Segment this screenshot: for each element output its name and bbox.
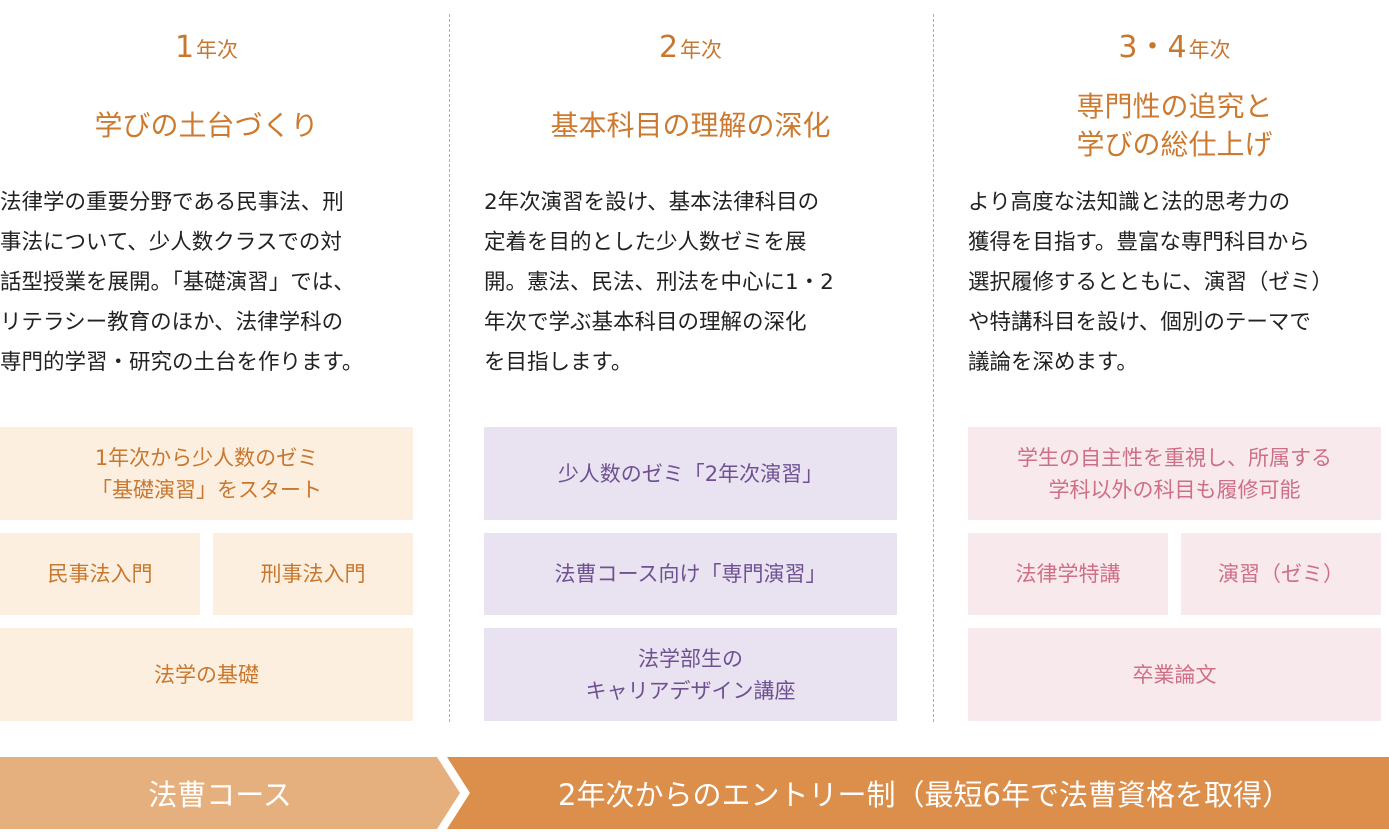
- box-line: 刑事法入門: [260, 562, 366, 586]
- box-line: 学科以外の科目も履修可能: [1048, 477, 1301, 502]
- description-line: 専門的学習・研究の土台を作ります。: [0, 350, 364, 375]
- course-box: 法曹コース向け「専門演習」: [484, 533, 897, 615]
- box-line: 「基礎演習」をスタート: [91, 477, 322, 502]
- column-heading: 専門性の追究と 学びの総仕上げ: [968, 88, 1381, 164]
- feature-box: 少人数のゼミ「2年次演習」: [484, 427, 897, 520]
- course-box: 民事法入門: [0, 533, 200, 615]
- year-number: 3・4: [1118, 30, 1187, 65]
- heading-line: 学びの総仕上げ: [1076, 128, 1273, 161]
- box-line: 演習（ゼミ）: [1218, 562, 1344, 586]
- bar-right-segment: [447, 757, 1389, 829]
- year-label: 3・4年次: [968, 26, 1381, 74]
- feature-box: 1年次から少人数のゼミ 「基礎演習」をスタート: [0, 427, 413, 520]
- course-box: 法学の基礎: [0, 628, 413, 721]
- year-suffix: 年次: [680, 38, 723, 62]
- description-line: 選択履修するとともに、演習（ゼミ）: [968, 270, 1333, 295]
- box-line: 法律学特講: [1015, 562, 1121, 586]
- box-line: 法曹コース向け「専門演習」: [554, 562, 827, 586]
- column-description: 2年次演習を設け、基本法律科目の 定着を目的とした少人数ゼミを展 開。憲法、民法…: [484, 183, 897, 383]
- box-line: キャリアデザイン講座: [585, 678, 796, 703]
- description-line: 開。憲法、民法、刑法を中心に1・2: [484, 270, 834, 295]
- column-heading: 基本科目の理解の深化: [484, 107, 897, 145]
- bar-left-label: 法曹コース: [148, 777, 292, 812]
- description-line: より高度な法知識と法的思考力の: [968, 190, 1291, 215]
- description-line: 法律学の重要分野である民事法、刑: [0, 190, 344, 215]
- course-box: 演習（ゼミ）: [1181, 533, 1381, 615]
- year-number: 2: [658, 30, 679, 65]
- description-line: 獲得を目指す。豊富な専門科目から: [968, 230, 1310, 255]
- box-line: 少人数のゼミ「2年次演習」: [557, 461, 824, 486]
- column-heading: 学びの土台づくり: [0, 107, 413, 145]
- year-suffix: 年次: [196, 38, 239, 62]
- year-number: 1: [174, 30, 195, 65]
- description-line: を目指します。: [484, 350, 633, 375]
- description-line: 定着を目的とした少人数ゼミを展: [484, 230, 807, 255]
- heading-line: 学びの土台づくり: [94, 109, 319, 142]
- column-divider-1: [449, 14, 450, 722]
- column-divider-2: [933, 14, 934, 722]
- bar-right-label: 2年次からのエントリー制（最短6年で法曹資格を取得）: [558, 777, 1291, 812]
- box-line: 民事法入門: [47, 562, 153, 586]
- course-box: 刑事法入門: [213, 533, 413, 615]
- description-line: 話型授業を展開。「基礎演習」では、: [0, 270, 355, 295]
- description-line: 事法について、少人数クラスでの対: [0, 230, 342, 255]
- column-description: より高度な法知識と法的思考力の 獲得を目指す。豊富な専門科目から 選択履修すると…: [968, 183, 1381, 383]
- box-line: 法学の基礎: [154, 662, 259, 687]
- description-line: 2年次演習を設け、基本法律科目の: [484, 190, 820, 215]
- box-line: 卒業論文: [1132, 662, 1217, 687]
- year-suffix: 年次: [1188, 38, 1231, 62]
- heading-line: 基本科目の理解の深化: [550, 109, 831, 142]
- box-line: 1年次から少人数のゼミ: [94, 445, 319, 470]
- course-box: 卒業論文: [968, 628, 1381, 721]
- feature-box: 学生の自主性を重視し、所属する 学科以外の科目も履修可能: [968, 427, 1381, 520]
- column-description: 法律学の重要分野である民事法、刑 事法について、少人数クラスでの対 話型授業を展…: [0, 183, 413, 383]
- box-line: 学生の自主性を重視し、所属する: [1017, 445, 1332, 470]
- description-line: 年次で学ぶ基本科目の理解の深化: [484, 310, 807, 335]
- box-line: 法学部生の: [638, 646, 743, 671]
- description-line: や特講科目を設け、個別のテーマで: [968, 310, 1311, 335]
- law-course-bar: [0, 757, 1389, 829]
- course-box: 法学部生の キャリアデザイン講座: [484, 628, 897, 721]
- year-label: 1年次: [0, 26, 413, 74]
- year-label: 2年次: [484, 26, 897, 74]
- bar-left-segment: [0, 757, 460, 829]
- course-box: 法律学特講: [968, 533, 1168, 615]
- heading-line: 専門性の追究と: [1076, 90, 1273, 123]
- description-line: リテラシー教育のほか、法律学科の: [0, 310, 344, 335]
- description-line: 議論を深めます。: [968, 350, 1138, 375]
